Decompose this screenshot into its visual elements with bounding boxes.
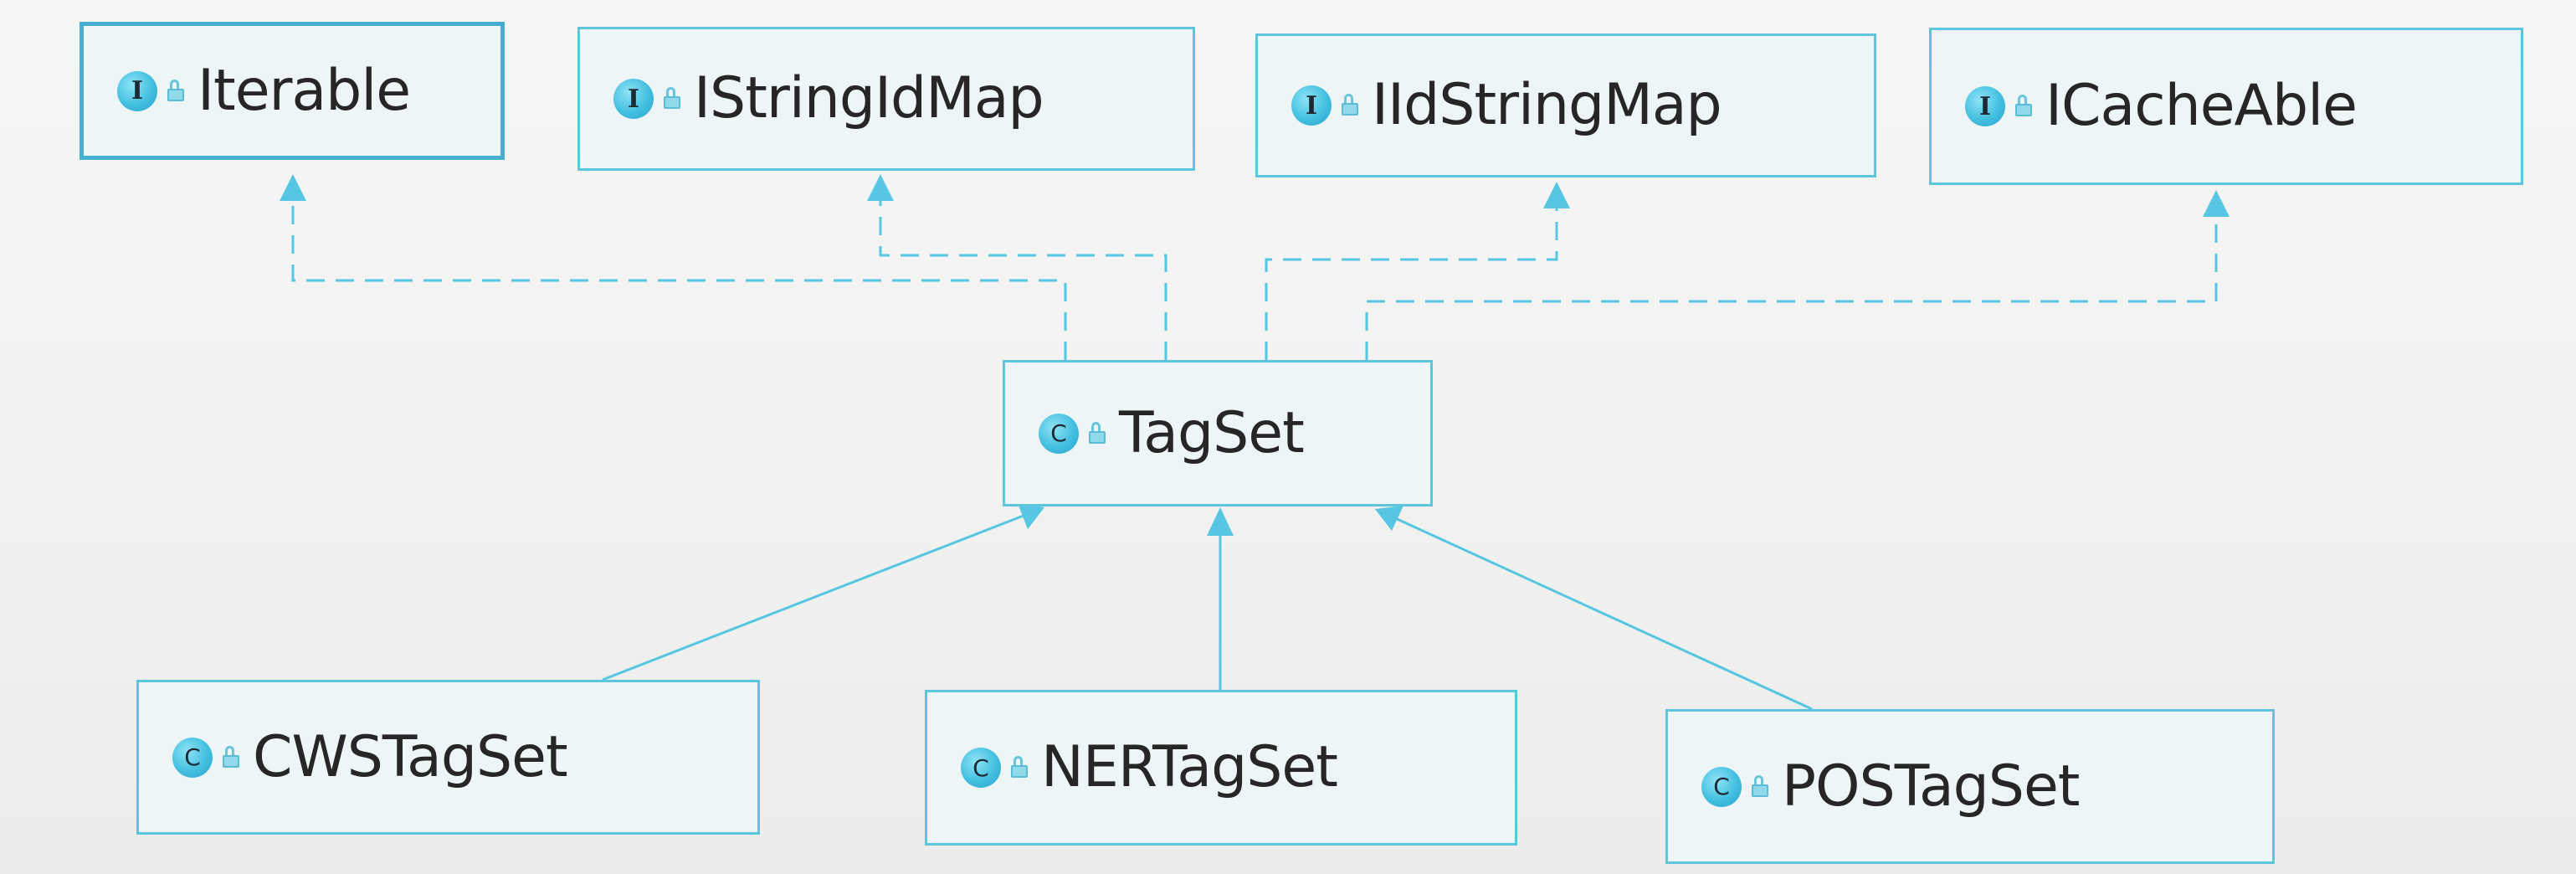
interface-name: IIdStringMap	[1372, 72, 1722, 138]
interface-icon: I	[117, 70, 157, 111]
implements-line-icacheable	[1365, 194, 2218, 360]
extends-line-postagset	[1393, 516, 1813, 711]
interface-icon: I	[1291, 85, 1332, 126]
implements-arrowhead-istringidmap	[867, 174, 894, 201]
implements-line-iterable	[291, 178, 1067, 360]
class-box-nertagset[interactable]: C NERTagSet	[925, 690, 1517, 846]
class-icon: C	[172, 737, 213, 778]
interface-icon: I	[613, 79, 654, 119]
class-name: POSTagSet	[1782, 753, 2080, 820]
interface-box-icacheable[interactable]: I ICacheAble	[1929, 28, 2523, 185]
unlocked-icon	[1750, 774, 1770, 799]
class-box-tagset[interactable]: C TagSet	[1003, 360, 1433, 506]
class-name: TagSet	[1119, 399, 1305, 466]
class-name: NERTagSet	[1041, 734, 1338, 800]
class-icon: C	[1039, 413, 1079, 454]
implements-line-iidstringmap	[1265, 186, 1558, 360]
unlocked-icon	[662, 87, 682, 111]
implements-arrowhead-iidstringmap	[1543, 182, 1570, 208]
unlocked-icon	[1009, 756, 1029, 779]
class-box-cwstagset[interactable]: C CWSTagSet	[136, 680, 760, 835]
implements-arrowhead-icacheable	[2203, 190, 2230, 217]
unlocked-icon	[1340, 94, 1360, 117]
unlocked-icon	[1087, 421, 1107, 445]
extends-arrowhead-cwstagset	[1018, 503, 1044, 529]
extends-arrowhead-postagset	[1375, 506, 1403, 531]
interface-name: IStringIdMap	[694, 65, 1044, 131]
interface-box-iidstringmap[interactable]: I IIdStringMap	[1255, 33, 1876, 177]
interface-icon: I	[1965, 86, 2005, 126]
class-box-postagset[interactable]: C POSTagSet	[1665, 709, 2275, 864]
unlocked-icon	[166, 79, 186, 103]
extends-line-cwstagset	[602, 512, 1029, 681]
unlocked-icon	[221, 745, 241, 769]
class-name: CWSTagSet	[253, 723, 568, 790]
class-icon: C	[1701, 766, 1742, 807]
interface-box-istringidmap[interactable]: I IStringIdMap	[577, 27, 1195, 171]
implements-arrowhead-iterable	[280, 174, 306, 201]
implements-line-istringidmap	[879, 178, 1167, 360]
unlocked-icon	[2014, 95, 2034, 118]
extends-arrowhead-nertagset	[1207, 507, 1234, 536]
interface-box-iterable[interactable]: I Iterable	[80, 22, 505, 160]
class-icon: C	[961, 748, 1001, 788]
interface-name: ICacheAble	[2045, 73, 2358, 139]
interface-name: Iterable	[198, 57, 411, 124]
